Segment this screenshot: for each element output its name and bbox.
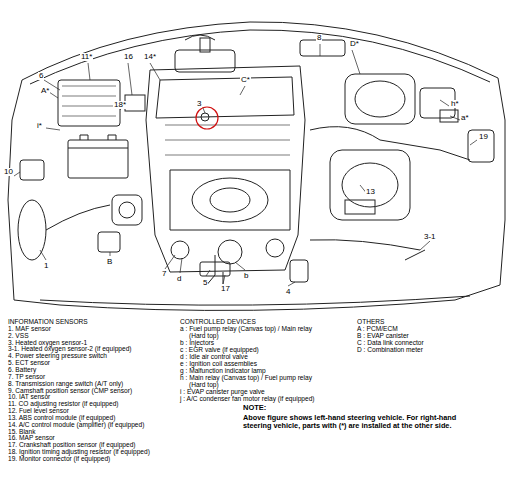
callout-number: 14* [143, 53, 157, 61]
legend-entry: 3. Heated oxygen sensor-1 [8, 339, 87, 346]
legend-entry: 6. Battery [8, 366, 36, 373]
callout-number: B [106, 258, 113, 266]
callout-number: 5 [202, 279, 208, 287]
callout-number: 3-1 [423, 233, 437, 241]
note-text: Above figure shows left-hand steering ve… [243, 414, 458, 431]
legend-entry: j : A/C condenser fan motor relay (if eq… [180, 395, 317, 402]
callout-number: i* [36, 122, 43, 130]
legend-entry: 8. Transmission range switch (A/T only) [8, 380, 123, 387]
callout-number: 19 [478, 133, 489, 141]
callout-number: 18* [113, 101, 127, 109]
legend-entry: A : PCM/ECM [357, 325, 398, 332]
legend-entry: 2. VSS [8, 332, 29, 339]
legend-entry: 4. Power steering pressure switch [8, 352, 107, 359]
legend-entry: 3-1. Heated oxygen sensor-2 (if equipped… [8, 345, 132, 352]
callout-number: a* [460, 114, 470, 122]
legend-entry: 14. A/C control module (amplifier) (if e… [8, 421, 144, 428]
legend-entry: h : Main relay (Canvas top) / Fuel pump … [180, 374, 317, 388]
legend-entry: 18. Ignition timing adjusting resistor (… [8, 448, 150, 455]
highlight-circle [196, 107, 218, 129]
legend-entry: 10. IAT sensor [8, 393, 50, 400]
legend-entry: a : Fuel pump relay (Canvas top) / Main … [180, 325, 317, 339]
callout-number: 7 [161, 270, 167, 278]
leader-lines [14, 44, 477, 286]
legend-entry: 17. Crankshaft position sensor (if equip… [8, 441, 136, 448]
callout-number: 10 [3, 168, 14, 176]
callout-number: d [176, 275, 182, 283]
legend-entry: 1. MAF sensor [8, 325, 51, 332]
legend-entry: g : Malfunction indicator lamp [180, 367, 266, 374]
engine-parts [18, 35, 494, 287]
callout-number: A* [40, 87, 50, 95]
legend-entry: c : EGR valve (if equipped) [180, 346, 259, 353]
legend-entry: 16. MAP sensor [8, 434, 55, 441]
legend-entry: b : Injectors [180, 339, 214, 346]
legend-heading: OTHERS [357, 318, 384, 325]
legend-entry: d : Idle air control valve [180, 353, 248, 360]
callout-number: 1 [43, 262, 49, 270]
callout-number: 8 [316, 34, 322, 42]
callout-number: 13 [365, 188, 376, 196]
legend-entry: 11. CO adjusting resistor (if equipped) [8, 400, 119, 407]
callout-number: 17 [220, 285, 231, 293]
callout-number: 6 [38, 72, 44, 80]
legend-entry: 19. Monitor connector (if equipped) [8, 455, 110, 462]
legend-entry: 15. Blank [8, 428, 36, 435]
legend-entry: e : Ignition coil assemblies [180, 360, 257, 367]
callout-number: C* [240, 76, 251, 84]
callout-number: b [243, 272, 249, 280]
body-outline [8, 22, 505, 311]
callout-number: 4 [285, 288, 291, 296]
legend-entry: 9. Camshaft position sensor (CMP sensor) [8, 387, 132, 394]
legend-heading: CONTROLLED DEVICES [180, 318, 256, 325]
legend-entry: 13. ABS control module (if equipped) [8, 414, 115, 421]
legend-entry: B : EVAP canister [357, 332, 409, 339]
legend-entry: 5. ECT sensor [8, 359, 50, 366]
callout-number: h* [450, 100, 460, 108]
callout-number: 3 [196, 100, 202, 108]
legend-entry: D : Combination meter [357, 346, 423, 353]
legend-entry: i : EVAP canister purge valve [180, 388, 265, 395]
callout-number: 16 [123, 53, 134, 61]
note-heading: NOTE: [243, 404, 266, 412]
legend-entry: C : Data link connector [357, 339, 424, 346]
legend-heading: INFORMATION SENSORS [8, 318, 88, 325]
legend-entry: 12. Fuel level sensor [8, 407, 69, 414]
callout-number: D* [349, 40, 360, 48]
callout-number: 11* [80, 53, 93, 61]
legend-entry: 7. TP sensor [8, 373, 45, 380]
